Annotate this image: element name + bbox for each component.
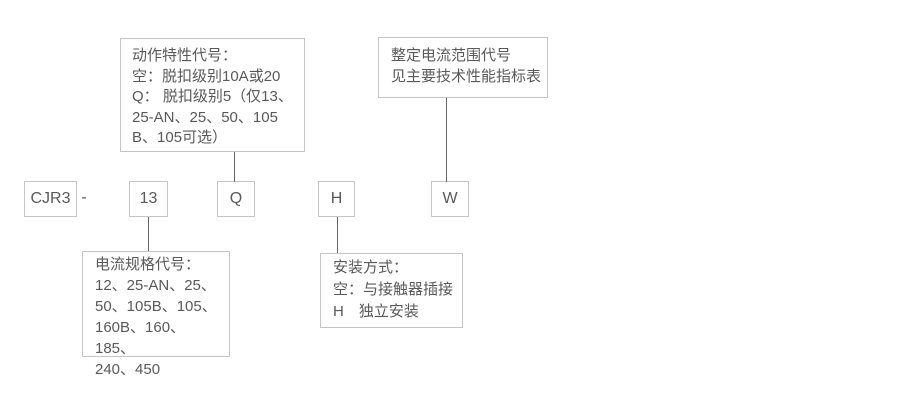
- code-box-current-range: W: [431, 181, 469, 217]
- connector-h-to-mounting: [337, 217, 338, 253]
- connector-range-to-w: [446, 98, 447, 182]
- note-action-characteristic: 动作特性代号： 空：脱扣级别10A或20 Q： 脱扣级别5（仅13、 25-AN…: [120, 38, 305, 152]
- connector-13-to-current-spec: [148, 217, 149, 251]
- code-box-current-spec: 13: [129, 181, 168, 217]
- note-current-spec: 电流规格代号： 12、25-AN、25、 50、105B、105、 160B、1…: [82, 251, 230, 378]
- separator-dash: -: [81, 189, 87, 206]
- connector-action-to-q: [234, 152, 235, 182]
- code-box-mounting: H: [318, 181, 355, 217]
- code-box-action-characteristic: Q: [217, 181, 255, 217]
- code-box-series-prefix: CJR3: [24, 181, 77, 217]
- note-setting-current-range: 整定电流范围代号 见主要技术性能指标表: [378, 37, 548, 98]
- note-mounting-method: 安装方式： 空：与接触器插接 H 独立安装: [320, 253, 463, 328]
